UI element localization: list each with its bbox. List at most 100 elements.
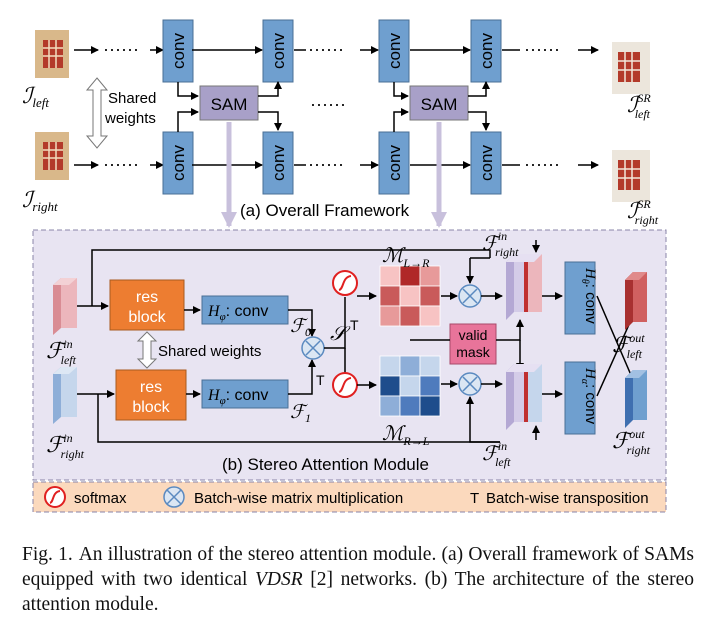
conv-block xyxy=(262,19,294,83)
conv-label: conv xyxy=(477,33,496,69)
attention-cell xyxy=(379,305,401,327)
h-alpha-conv-label: Hα: conv xyxy=(579,367,599,425)
softmax-icon xyxy=(332,372,358,398)
shared-weights-label-1: Shared xyxy=(108,90,156,107)
conv-block xyxy=(470,19,502,83)
attention-map-r-to-l xyxy=(379,355,441,417)
conv-block xyxy=(378,131,410,195)
res-block-label: res xyxy=(140,379,162,396)
attention-cell xyxy=(399,375,421,397)
h-phi-conv-label: Hφ: conv xyxy=(207,303,268,323)
attention-cell xyxy=(419,395,441,417)
input-left-label: ℐleft xyxy=(22,83,49,110)
h-theta-conv xyxy=(564,261,596,335)
dots: ······ xyxy=(103,154,139,174)
sam-label: SAM xyxy=(211,95,248,114)
sam-label: SAM xyxy=(421,95,458,114)
f-right-out-cuboid xyxy=(625,370,647,428)
attention-cell xyxy=(399,305,421,327)
conv-label: conv xyxy=(169,33,188,69)
attention-cell xyxy=(399,355,421,377)
concat-right-cuboid xyxy=(506,364,542,430)
f-right-in-cuboid xyxy=(53,367,77,424)
legend-softmax: softmax xyxy=(74,490,127,507)
attention-cell xyxy=(379,395,401,417)
framework-title: (a) Overall Framework xyxy=(240,201,410,220)
conv-label: conv xyxy=(385,33,404,69)
attention-cell xyxy=(399,285,421,307)
res-block-label: block xyxy=(132,399,170,416)
f1-label: ℱ1 xyxy=(290,402,311,425)
attention-cell xyxy=(379,265,401,287)
left-input-image xyxy=(35,30,69,78)
overall-framework: ℐleft ℐright Shared weights ······ ·····… xyxy=(22,19,659,228)
transpose-t: T xyxy=(350,317,359,333)
m-rl-label: ℳR→L xyxy=(382,423,430,448)
res-block-label: block xyxy=(128,309,166,326)
conv-label: conv xyxy=(477,145,496,181)
attention-cell xyxy=(419,375,441,397)
dots: ······ xyxy=(524,39,560,59)
res-block-label: res xyxy=(136,289,158,306)
attention-cell xyxy=(419,355,441,377)
conv-label: conv xyxy=(269,33,288,69)
shared-weights-arrow xyxy=(85,77,109,149)
attention-cell xyxy=(379,355,401,377)
matmul-icon xyxy=(301,336,325,360)
transpose-t: T xyxy=(316,372,325,388)
attention-map-l-to-r xyxy=(379,265,441,327)
h-phi-conv-bottom xyxy=(201,379,289,409)
attention-cell xyxy=(399,395,421,417)
conv-label: conv xyxy=(169,145,188,181)
figure-diagram: ℐleft ℐright Shared weights ······ ·····… xyxy=(22,19,667,513)
h-phi-conv-top xyxy=(201,295,289,325)
conv-label: conv xyxy=(385,145,404,181)
sam-block-2 xyxy=(409,85,469,121)
shared-weights-label-2: weights xyxy=(104,110,156,127)
matmul-icon xyxy=(458,284,482,308)
dots: ······ xyxy=(308,39,344,59)
dots: ······ xyxy=(310,94,346,114)
left-output-image xyxy=(612,42,650,94)
m-lr-label: ℳL→R xyxy=(382,245,430,270)
sam-block-1 xyxy=(199,85,259,121)
conv-block xyxy=(162,19,194,83)
attention-cell xyxy=(419,305,441,327)
figure-caption: Fig. 1.An illustration of the stereo att… xyxy=(22,542,694,617)
dots: ······ xyxy=(103,39,139,59)
f0-label: ℱ0 xyxy=(290,316,311,339)
legend-transpose-symbol: T xyxy=(470,490,479,507)
right-output-image xyxy=(612,150,650,202)
f-left-in-cuboid xyxy=(53,278,77,335)
input-right-label: ℐright xyxy=(22,187,58,214)
legend-matmul: Batch-wise matrix multiplication xyxy=(194,490,403,507)
h-phi-conv-label: Hφ: conv xyxy=(207,387,268,407)
caption-vdsr: VDSR xyxy=(254,569,303,590)
module-title: (b) Stereo Attention Module xyxy=(222,455,429,474)
legend: softmax Batch-wise matrix multiplication… xyxy=(32,481,667,513)
legend-background xyxy=(32,481,667,513)
matmul-icon xyxy=(163,486,185,508)
valid-mask-label: valid xyxy=(459,327,488,343)
attention-cell xyxy=(379,285,401,307)
conv-block xyxy=(470,131,502,195)
valid-mask-label: mask xyxy=(456,344,490,360)
attention-cell xyxy=(419,285,441,307)
valid-mask xyxy=(449,323,497,365)
f-left-out-cuboid xyxy=(625,272,647,330)
conv-block xyxy=(162,131,194,195)
attention-cell xyxy=(379,375,401,397)
res-block-top xyxy=(109,279,185,331)
softmax-icon xyxy=(332,270,358,296)
right-input-image xyxy=(35,132,69,180)
dots: ······ xyxy=(524,154,560,174)
h-alpha-conv xyxy=(564,361,596,435)
softmax-icon xyxy=(44,486,66,508)
